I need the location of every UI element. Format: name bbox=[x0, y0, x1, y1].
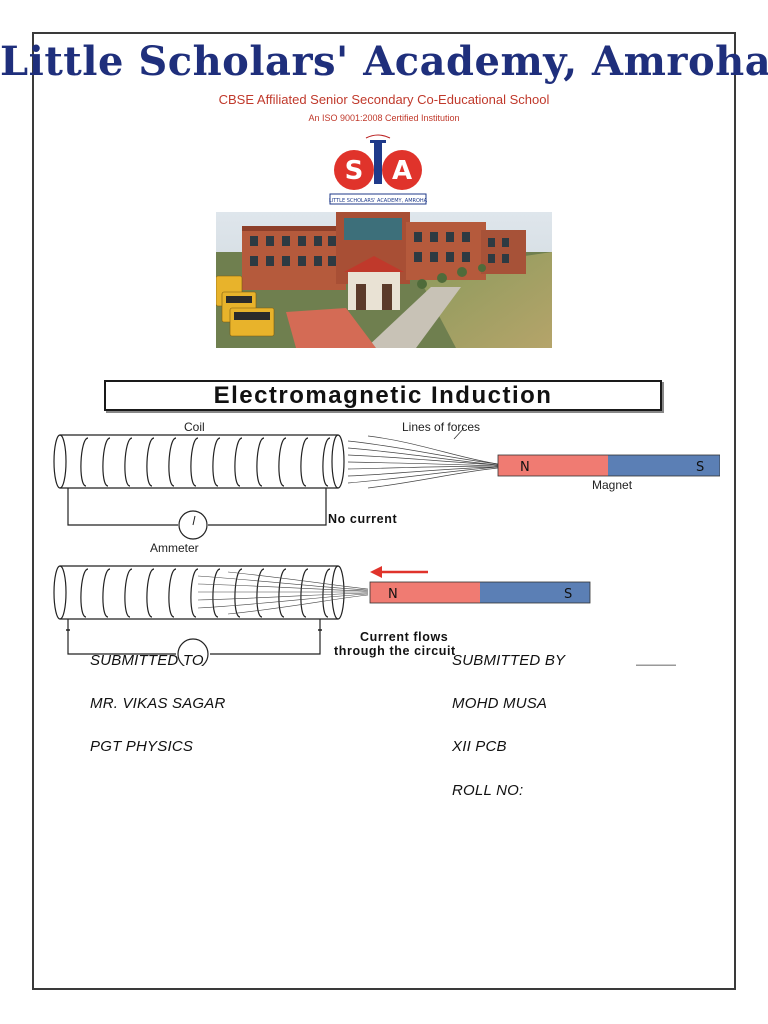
school-affiliation: CBSE Affiliated Senior Secondary Co-Educ… bbox=[218, 92, 550, 107]
submitted-by-heading: SUBMITTED BY bbox=[452, 652, 566, 669]
school-name: Little Scholars' Academy, Amroha bbox=[0, 38, 768, 85]
logo-caption: LITTLE SCHOLARS' ACADEMY, AMROHA bbox=[329, 198, 428, 204]
teacher-name: MR. VIKAS SAGAR bbox=[90, 695, 226, 712]
top-magnet-s-label: S bbox=[696, 460, 704, 475]
student-class: XII PCB bbox=[452, 738, 507, 755]
current-flows-label: Current flows bbox=[360, 630, 449, 644]
logo-letter-s: S bbox=[345, 156, 364, 186]
bottom-ammeter bbox=[177, 638, 209, 666]
iso-certification: An ISO 9001:2008 Certified Institution bbox=[308, 113, 460, 123]
diagram-title: Electromagnetic Induction bbox=[104, 380, 662, 411]
field-lines bbox=[347, 435, 499, 489]
bottom-magnet-n-label: N bbox=[388, 587, 398, 602]
student-name: MOHD MUSA bbox=[452, 695, 548, 712]
bottom-magnet-south bbox=[480, 582, 590, 603]
no-current-label: No current bbox=[328, 512, 398, 526]
page-border bbox=[32, 32, 736, 990]
bottom-coil bbox=[53, 565, 345, 620]
ammeter-label: Ammeter bbox=[150, 541, 199, 555]
school-logo: S A LITTLE SCHOLARS' ACADEMY, AMROHA bbox=[329, 134, 428, 205]
top-coil bbox=[53, 434, 345, 489]
bottom-field-lines bbox=[197, 571, 369, 615]
coil-label: Coil bbox=[184, 420, 205, 434]
bottom-magnet-north bbox=[370, 582, 480, 603]
logo-letter-a: A bbox=[392, 156, 412, 186]
top-magnet-south bbox=[608, 455, 720, 476]
through-circuit-label: through the circuit bbox=[334, 644, 456, 658]
student-roll: ROLL NO: bbox=[452, 782, 524, 799]
campus-photo bbox=[216, 212, 552, 348]
magnet-label: Magnet bbox=[592, 478, 633, 492]
submitted-to-heading: SUBMITTED TO bbox=[90, 652, 204, 669]
bottom-magnet-s-label: S bbox=[564, 587, 572, 602]
top-circuit-wire bbox=[67, 488, 327, 526]
top-magnet-north bbox=[498, 455, 608, 476]
watermark-mark: ▬▬▬▬▬▬▬▬ bbox=[636, 662, 676, 668]
top-magnet-n-label: N bbox=[520, 460, 530, 475]
teacher-designation: PGT PHYSICS bbox=[90, 738, 194, 755]
lines-of-forces-label: Lines of forces bbox=[402, 420, 481, 434]
induction-diagram: N S N S bbox=[53, 427, 720, 666]
